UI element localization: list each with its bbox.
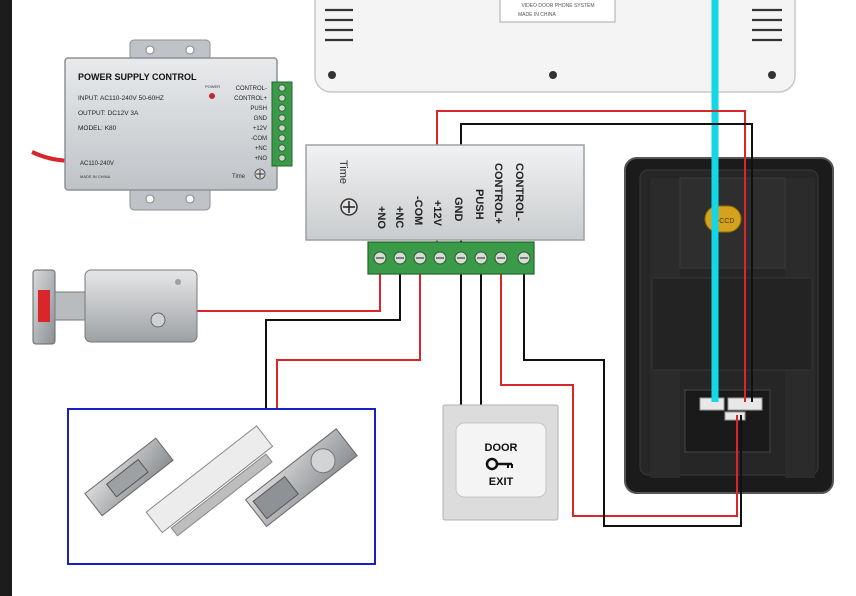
lock-keyhole-icon [150,312,166,328]
wire-nc-to-locks [265,262,401,410]
psu-time-label: Time [232,174,246,180]
terminal-label-control-minus: CONTROL- [513,163,525,221]
psu-input: INPUT: AC110-240V 50-60HZ [78,95,164,102]
terminal-label-push: PUSH [473,189,485,220]
wire-control-minus-to-camera [523,262,742,527]
psu-terminal-label: +12V [253,126,267,132]
terminal-label-gnd: GND [452,197,464,222]
key-icon [485,457,513,471]
psu-model: MODEL: K80 [78,125,117,132]
terminal-time-label: Time [337,160,349,184]
psu-ac-label: AC110-240V [80,161,114,167]
terminal-label-com: -COM [412,196,424,225]
psu-title: POWER SUPPLY CONTROL [78,72,197,82]
terminal-label-12v: +12V [431,200,443,227]
monitor-right-vent-icon [752,8,782,42]
psu-terminal-label: CONTROL- [236,86,267,92]
monitor-screw-icon [328,71,336,79]
terminal-label-no: +NO [375,206,387,229]
psu-power-led [209,93,215,99]
monitor-label-line1: VIDEO DOOR PHONE SYSTEM [521,3,594,9]
terminal-green-strip [367,241,535,275]
exit-button-line1: DOOR [485,442,518,454]
power-supply-unit: POWER SUPPLY CONTROL INPUT: AC110-240V 5… [64,39,293,211]
indoor-monitor: VIDEO DOOR PHONE SYSTEM MADE IN CHINA [314,0,796,93]
terminal-label-control-plus: CONTROL+ [492,163,504,224]
terminal-label-nc: +NC [393,206,405,228]
terminal-block-labels: +NO +NC -COM +12V GND PUSH CONTROL+ CONT… [375,163,525,229]
electric-strike-lock [84,437,174,517]
psu-terminal-label: +NC [255,146,268,152]
monitor-label-line2: MADE IN CHINA [518,12,556,18]
electric-bolt-lock [244,428,358,528]
wire-control-plus-to-camera [500,262,738,517]
psu-terminal-label: +NO [254,156,267,162]
wire-no-to-lock [195,262,381,312]
wire-com-to-locks [276,262,421,410]
outdoor-camera-unit: Ø-CCD [624,157,834,494]
left-edge-bar [0,0,12,596]
exit-button-line2: EXIT [489,476,514,488]
psu-terminal-label: PUSH [250,106,267,112]
psu-terminal-label: CONTROL+ [234,96,267,102]
monitor-left-vent-icon [325,8,353,42]
alternative-locks-panel [67,408,376,565]
door-exit-button: DOOR EXIT [442,404,559,521]
psu-made-in: MADE IN CHINA [80,174,111,179]
monitor-screw-icon [768,71,776,79]
terminal-block-box: Time +NO +NC -COM +12V GND PUSH CONTROL+… [305,144,585,275]
lock-strike-red [38,290,50,322]
psu-power-led-label: POWER [205,84,220,89]
electric-rim-lock [32,269,198,345]
psu-terminal-labels: CONTROL- CONTROL+ PUSH GND +12V -COM +NC… [234,86,268,162]
psu-terminal-strip [271,81,293,167]
psu-output: OUTPUT: DC12V 3A [78,110,139,117]
psu-terminal-label: -COM [251,136,267,142]
magnetic-lock [145,425,274,537]
camera-badge-text: Ø-CCD [712,218,735,225]
monitor-screw-icon [549,71,557,79]
psu-terminal-label: GND [254,116,268,122]
